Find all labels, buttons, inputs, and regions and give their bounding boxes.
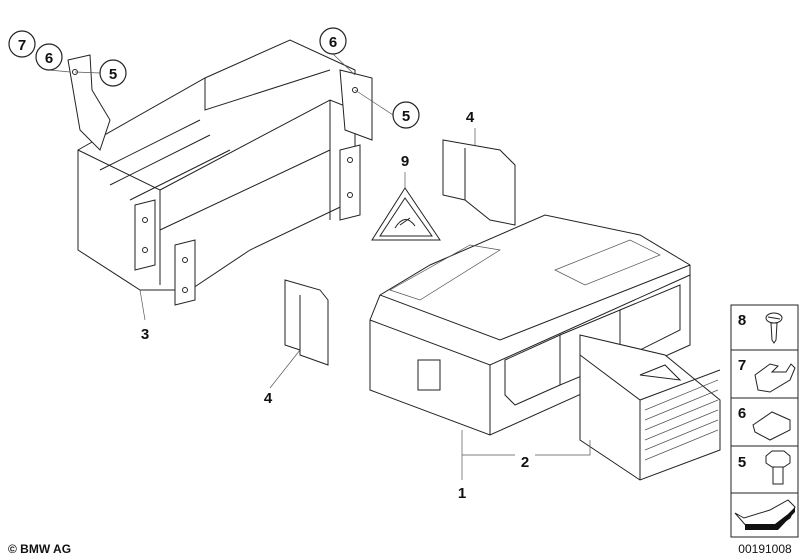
- label-part-4-lower: 4: [264, 390, 273, 407]
- clip-icon: [754, 363, 796, 393]
- mounting-bracket: [67, 39, 373, 306]
- legend-number-8: 8: [738, 312, 746, 329]
- label-part-9: 9: [401, 153, 409, 170]
- callout-6-right: 6: [329, 34, 337, 51]
- legend-number-5: 5: [738, 454, 746, 471]
- clip-nut-icon: [752, 411, 791, 441]
- direction-arrow-icon: [734, 499, 796, 530]
- callout-5-left: 5: [109, 66, 117, 83]
- cd-magazine: [579, 334, 721, 481]
- label-part-3: 3: [141, 326, 149, 343]
- legend-number-7: 7: [738, 357, 746, 374]
- label-part-2: 2: [521, 454, 529, 471]
- screw-icon: [765, 312, 783, 344]
- small-parts-legend: 8 7 6 5: [730, 304, 799, 538]
- label-part-1: 1: [458, 485, 466, 502]
- warning-label: [371, 187, 441, 241]
- copyright: © BMW AG: [8, 542, 71, 556]
- callout-7: 7: [18, 37, 26, 54]
- small-bracket-lower: [284, 279, 329, 366]
- small-bracket-upper: [442, 139, 516, 226]
- hex-bolt-icon: [765, 450, 791, 485]
- callout-6-left: 6: [45, 50, 53, 67]
- legend-number-6: 6: [738, 405, 746, 422]
- diagram-code: 00191008: [738, 542, 792, 556]
- label-part-4-upper: 4: [466, 109, 475, 126]
- callout-5-right: 5: [402, 108, 410, 125]
